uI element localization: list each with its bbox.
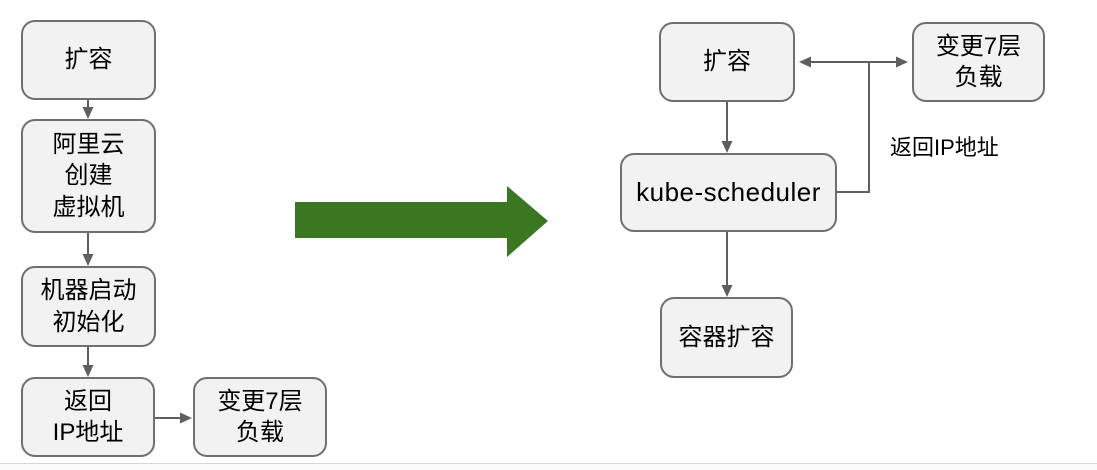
node-label: 机器启动 初始化 <box>40 277 137 336</box>
node-machine-init: 机器启动 初始化 <box>21 266 156 347</box>
node-kube-scheduler: kube-scheduler <box>620 153 837 232</box>
node-left-scale: 扩容 <box>21 20 156 100</box>
node-return-ip: 返回 IP地址 <box>21 377 155 457</box>
connector-kube-scheduler-branch <box>837 62 870 193</box>
node-label: 返回 IP地址 <box>52 387 124 446</box>
node-label: 变更7层 负载 <box>935 32 1022 91</box>
node-left-change-l7-load: 变更7层 负载 <box>193 377 327 457</box>
bottom-divider <box>0 463 1097 470</box>
arrow-aliyun-vm-to-machine-init <box>82 233 94 266</box>
arrow-kube-scheduler-to-container-scale <box>721 232 733 297</box>
node-label: kube-scheduler <box>636 176 821 207</box>
edge-label-return-ip: 返回IP地址 <box>890 135 999 160</box>
node-label: 扩容 <box>703 48 751 76</box>
node-label: 阿里云 创建 虚拟机 <box>52 131 125 221</box>
node-container-scale: 容器扩容 <box>660 297 793 378</box>
arrow-machine-init-to-return-ip <box>82 347 94 377</box>
node-label: 扩容 <box>64 46 113 74</box>
node-right-change-l7-load: 变更7层 负载 <box>912 22 1045 102</box>
arrow-scale-to-kube-scheduler <box>721 102 733 153</box>
arrow-return-ip-to-l7-load <box>155 412 192 424</box>
node-aliyun-create-vm: 阿里云 创建 虚拟机 <box>21 119 156 233</box>
node-label: 变更7层 负载 <box>217 387 303 446</box>
arrow-scale-to-aliyun-vm <box>82 100 94 119</box>
node-label: 容器扩容 <box>678 323 775 351</box>
arrow-scale-l7-bidirectional <box>799 56 908 68</box>
node-right-scale: 扩容 <box>659 22 795 102</box>
big-green-arrow-icon <box>295 186 548 257</box>
